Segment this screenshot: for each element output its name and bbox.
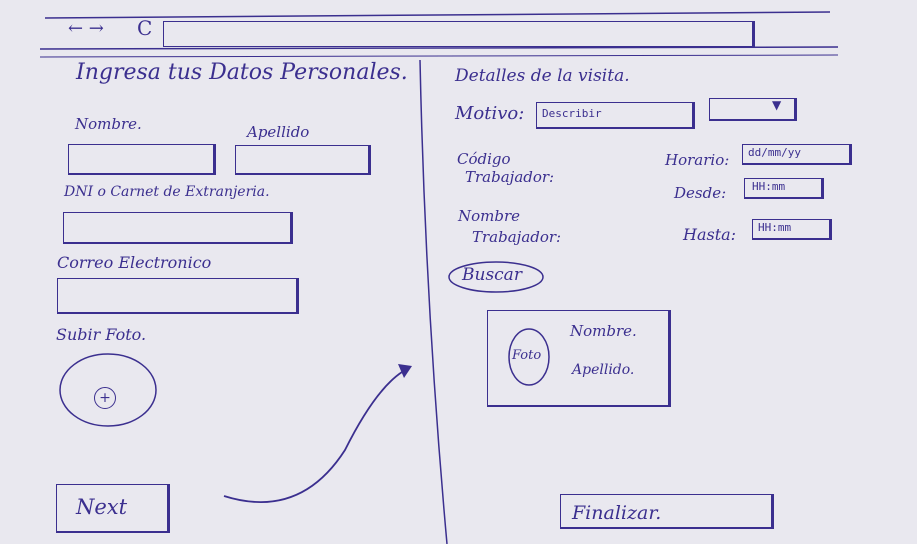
motivo-input[interactable]	[536, 102, 695, 129]
worker-result-card	[487, 310, 671, 407]
desde-label: Desde:	[674, 184, 727, 202]
personal-data-title: Ingresa tus Datos Personales.	[76, 60, 408, 85]
dni-label: DNI o Carnet de Extranjeria.	[64, 184, 270, 200]
add-photo-icon[interactable]: +	[94, 387, 116, 409]
motivo-placeholder: Describir	[542, 107, 602, 120]
nombre-label: Nombre.	[75, 115, 142, 133]
horario-label: Horario:	[665, 151, 730, 169]
nav-arrows-icon[interactable]: ← →	[68, 18, 104, 39]
motivo-label: Motivo:	[455, 103, 525, 124]
horario-input[interactable]	[742, 144, 852, 165]
visit-details-title: Detalles de la visita.	[455, 66, 630, 86]
apellido-label: Apellido	[247, 123, 310, 141]
hasta-placeholder: HH:mm	[758, 221, 792, 234]
subir-foto-label: Subir Foto.	[56, 325, 147, 344]
hasta-label: Hasta:	[683, 225, 737, 244]
apellido-input[interactable]	[235, 145, 371, 175]
correo-input[interactable]	[57, 278, 299, 314]
dni-input[interactable]	[63, 212, 293, 244]
buscar-button[interactable]: Buscar	[462, 265, 522, 285]
finalizar-label: Finalizar.	[572, 502, 662, 524]
card-foto: Foto	[512, 348, 542, 363]
finalizar-button[interactable]	[560, 494, 774, 529]
codigo-label-line1: Código	[457, 150, 511, 168]
nombre-trabajador-line1: Nombre	[458, 207, 521, 225]
address-bar[interactable]	[163, 21, 755, 47]
hasta-input[interactable]	[752, 219, 832, 240]
reload-icon[interactable]: C	[137, 16, 153, 40]
next-label: Next	[76, 495, 128, 519]
codigo-label-line2: Trabajador:	[465, 168, 555, 186]
dropdown-chevron-icon[interactable]: ▼	[772, 98, 782, 112]
nombre-input[interactable]	[68, 144, 216, 175]
next-button[interactable]	[56, 484, 170, 533]
desde-input[interactable]	[744, 178, 824, 199]
horario-placeholder: dd/mm/yy	[748, 146, 801, 159]
correo-label: Correo Electronico	[57, 253, 212, 272]
nombre-trabajador-line2: Trabajador:	[472, 228, 562, 246]
card-nombre: Nombre.	[570, 322, 637, 340]
card-apellido: Apellido.	[572, 362, 635, 378]
desde-placeholder: HH:mm	[752, 180, 786, 193]
motivo-dropdown[interactable]	[709, 98, 797, 121]
